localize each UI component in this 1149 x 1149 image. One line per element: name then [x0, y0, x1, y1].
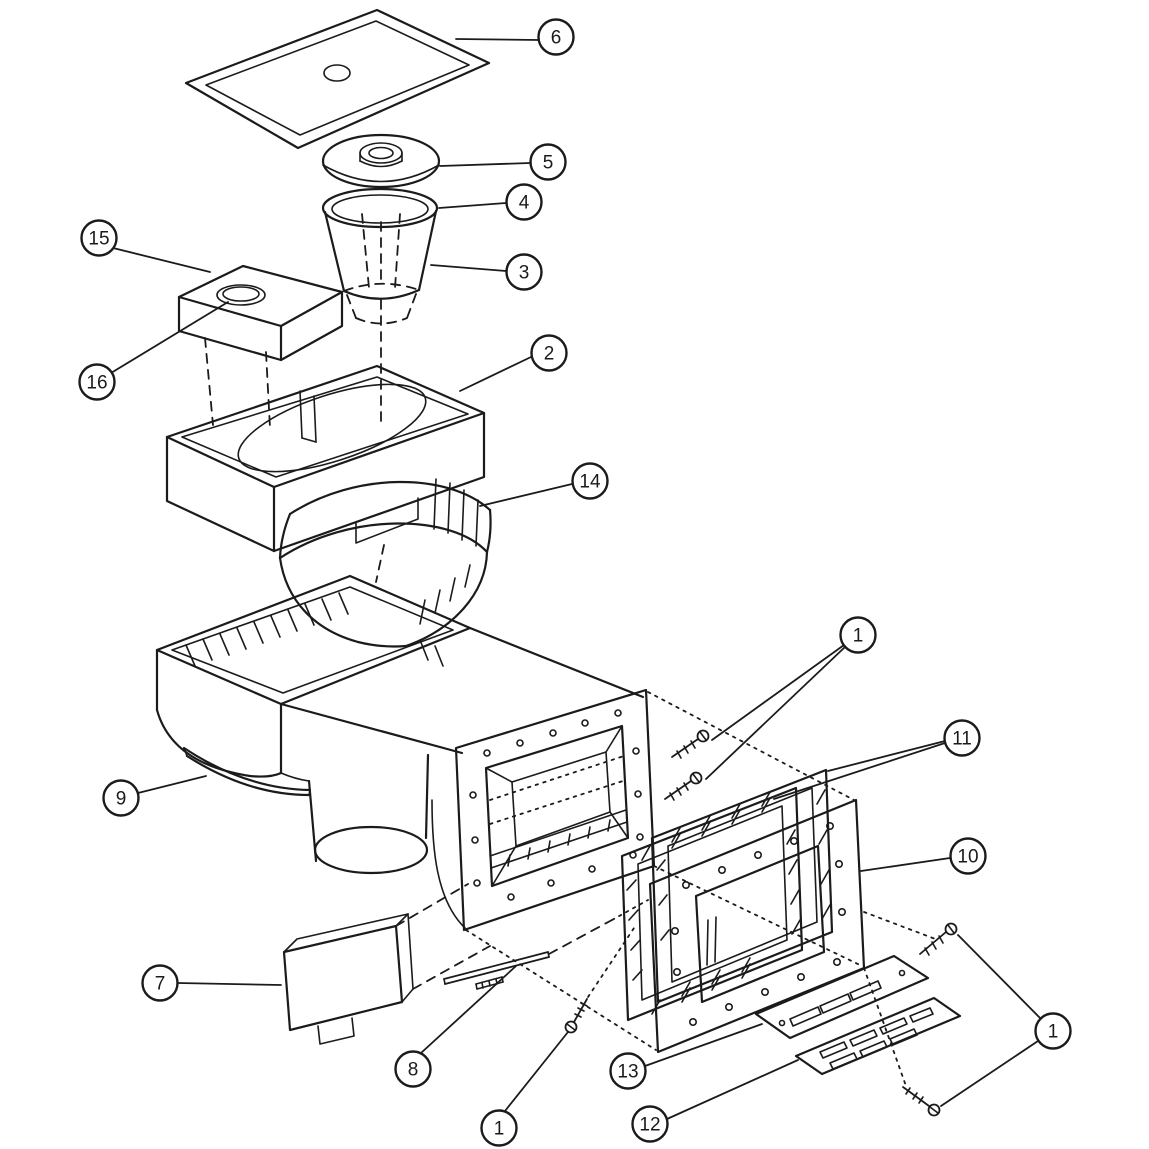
callout-12: 12 [631, 1059, 799, 1143]
callout-11-leader [773, 742, 946, 800]
callout-3-leader [430, 264, 507, 272]
callout-4: 4 [438, 183, 543, 221]
callout-5-bubble [529, 143, 567, 181]
callout-3: 3 [430, 253, 543, 291]
part-pivot-pin [443, 951, 550, 990]
callout-10-bubble [949, 837, 987, 875]
callout-16: 16 [78, 301, 229, 401]
part-gaskets [620, 768, 834, 1022]
callout-13: 13 [609, 1023, 763, 1090]
callout-12-number: 12 [639, 1115, 660, 1136]
part-collar [321, 133, 441, 189]
part-screw-bottom [902, 1086, 941, 1117]
part-trim-arc [182, 746, 312, 797]
callout-11-number: 11 [952, 729, 972, 750]
callout-1-bottom-right-leader [940, 1040, 1039, 1107]
callout-3-bubble [505, 253, 543, 291]
part-lid [184, 8, 491, 150]
callout-8: 8 [394, 965, 517, 1088]
part-basket-rim [321, 187, 439, 229]
callout-5-number: 5 [543, 153, 554, 174]
callout-8-leader [420, 965, 517, 1054]
callout-14-number: 14 [579, 472, 601, 493]
callout-5-leader [439, 162, 531, 167]
callout-1-top-bubble [839, 616, 877, 654]
callout-1-bottom-left: 1 [480, 1031, 569, 1147]
callout-1-bottom-left-bubble [480, 1109, 518, 1147]
part-float-box [177, 264, 344, 429]
callout-13-number: 13 [617, 1062, 638, 1083]
callout-15-bubble [80, 219, 118, 257]
callout-5: 5 [439, 143, 567, 181]
callout-1-top-number: 1 [853, 626, 864, 647]
callout-7-leader [177, 982, 282, 986]
callout-1-bottom-right-bubble [1034, 1012, 1072, 1050]
callout-3-number: 3 [519, 263, 530, 284]
callout-14-leader [479, 483, 573, 507]
callout-2-bubble [530, 334, 568, 372]
callout-1-bottom-right: 1 [940, 934, 1072, 1107]
callout-15-leader [112, 247, 211, 273]
part-body [155, 574, 645, 929]
callout-7-number: 7 [155, 974, 166, 995]
part-screw-right [919, 922, 958, 956]
callout-10-number: 10 [957, 847, 978, 868]
callout-6-leader [455, 38, 540, 41]
callout-6-bubble [537, 18, 575, 56]
callout-15: 15 [80, 219, 211, 273]
part-screw-top-b [664, 771, 703, 801]
callout-13-leader [644, 1023, 763, 1067]
callout-10-leader [860, 857, 951, 872]
callout-9: 9 [102, 775, 207, 817]
callout-1-bottom-right-leader [957, 934, 1042, 1020]
callout-4-bubble [505, 183, 543, 221]
callout-1-bottom-left-number: 1 [494, 1119, 505, 1140]
callout-16-leader [110, 301, 229, 374]
callout-16-bubble [78, 363, 116, 401]
part-basket [323, 209, 438, 325]
callout-14-bubble [571, 462, 609, 500]
callout-2-number: 2 [544, 344, 555, 365]
callout-10: 10 [860, 837, 987, 875]
callout-2-leader [459, 356, 532, 392]
callout-12-leader [666, 1059, 799, 1120]
part-weir-door [282, 913, 414, 1045]
callout-13-bubble [609, 1052, 647, 1090]
callout-4-leader [438, 202, 507, 209]
callout-15-number: 15 [88, 229, 109, 250]
part-weir-throat [278, 478, 492, 648]
callout-11: 11 [773, 719, 981, 800]
callout-1-bottom-right-number: 1 [1048, 1022, 1059, 1043]
callout-7: 7 [141, 964, 282, 1002]
part-grate [794, 996, 962, 1076]
callout-1-top-leader [711, 644, 845, 741]
callout-8-number: 8 [408, 1060, 419, 1081]
callout-6: 6 [455, 18, 575, 56]
callout-7-bubble [141, 964, 179, 1002]
part-housing [165, 364, 486, 553]
callout-1-bottom-left-leader [504, 1031, 569, 1112]
callout-9-bubble [102, 779, 140, 817]
callout-9-number: 9 [116, 789, 127, 810]
callout-14: 14 [479, 462, 609, 507]
callout-11-bubble [943, 719, 981, 757]
callout-4-number: 4 [519, 193, 530, 214]
part-gasket-plate [754, 954, 930, 1040]
callout-1-top-leader [705, 646, 846, 780]
callout-2: 2 [459, 334, 568, 392]
callout-9-leader [137, 775, 207, 794]
callout-6-number: 6 [551, 28, 562, 49]
callout-11-leader [827, 740, 946, 772]
callout-16-number: 16 [86, 373, 107, 394]
part-screw-bottom-left [564, 998, 588, 1034]
part-screw-top-a [671, 729, 710, 759]
callout-1-top: 1 [705, 616, 877, 780]
assembly-alignment-lines [375, 221, 939, 1087]
callout-12-bubble [631, 1105, 669, 1143]
callout-8-bubble [394, 1050, 432, 1088]
